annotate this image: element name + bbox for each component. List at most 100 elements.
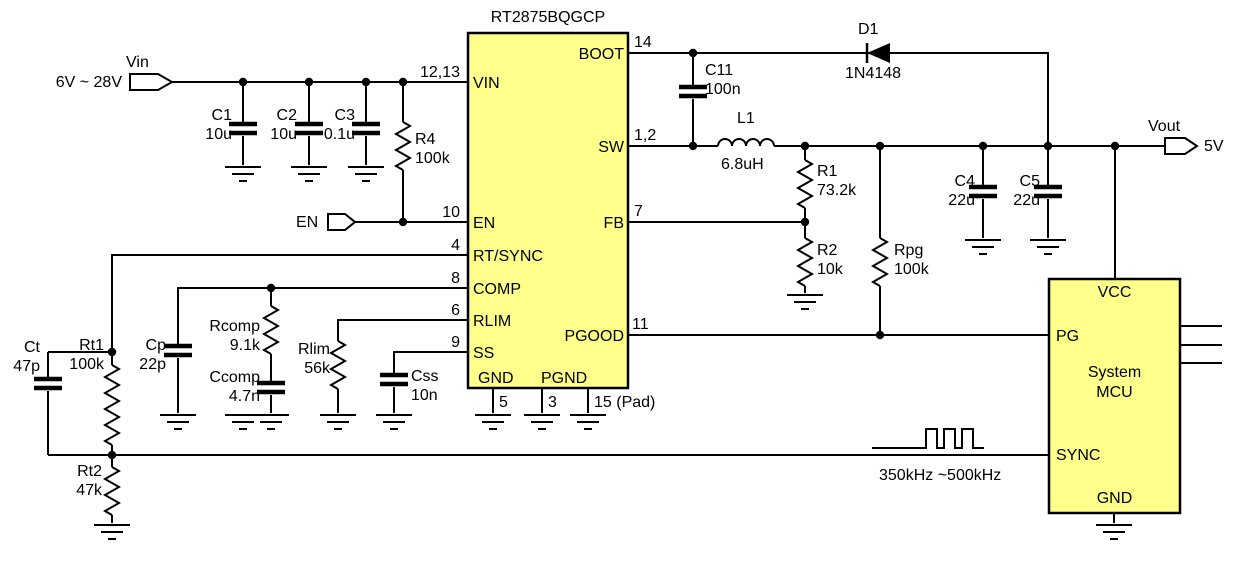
ic-pin-pgnd: PGND bbox=[541, 370, 588, 387]
resistor-r2-symbol bbox=[795, 237, 815, 287]
vout-port-flag bbox=[1164, 137, 1199, 155]
r4-ref: R4 bbox=[415, 131, 436, 148]
c3-value: 0.1u bbox=[323, 126, 355, 143]
ic-pin-boot: BOOT bbox=[578, 46, 624, 63]
resistor-rcomp-symbol bbox=[261, 305, 281, 355]
rt2-value: 47k bbox=[76, 482, 102, 499]
rcomp-value: 9.1k bbox=[229, 337, 260, 354]
rlim-value: 56k bbox=[304, 360, 330, 377]
capacitor-css-symbol bbox=[380, 372, 408, 387]
ic-pin-gnd: GND bbox=[478, 370, 514, 387]
capacitor-c4-symbol bbox=[969, 184, 997, 199]
rt2-ref: Rt2 bbox=[77, 463, 102, 480]
diode-d1-symbol bbox=[865, 43, 890, 63]
c5-ref: C5 bbox=[1019, 173, 1040, 190]
resistor-rt2-symbol bbox=[102, 466, 122, 516]
ic-body bbox=[466, 31, 630, 390]
resistor-rt1-symbol bbox=[102, 364, 122, 446]
resistor-r4-symbol bbox=[393, 121, 413, 171]
gnd-cp bbox=[160, 414, 196, 430]
r2-ref: R2 bbox=[817, 242, 838, 259]
capacitor-c11-symbol bbox=[679, 84, 707, 99]
ic-pin-fb: FB bbox=[603, 215, 624, 232]
c5-value: 22u bbox=[1013, 192, 1040, 209]
resistor-r1-symbol bbox=[795, 159, 815, 209]
mcu-pin-vcc: VCC bbox=[1097, 284, 1132, 301]
gnd-r2 bbox=[787, 294, 823, 310]
gnd-ccomp bbox=[253, 414, 289, 430]
capacitor-c1-symbol bbox=[229, 121, 257, 136]
gnd-mcu bbox=[1096, 524, 1132, 540]
ct-value: 47p bbox=[13, 358, 40, 375]
c4-ref: C4 bbox=[954, 173, 975, 190]
capacitor-c2-symbol bbox=[295, 121, 323, 136]
mcu-body bbox=[1047, 277, 1182, 515]
c4-value: 22u bbox=[948, 192, 975, 209]
c2-value: 10u bbox=[270, 126, 297, 143]
mcu-name-line2: MCU bbox=[1096, 384, 1133, 401]
c1-ref: C1 bbox=[211, 107, 232, 124]
rcomp-ref: Rcomp bbox=[209, 318, 260, 335]
capacitor-cp-symbol bbox=[164, 343, 192, 358]
en-port-flag bbox=[327, 213, 357, 231]
pin-num-fb: 7 bbox=[634, 203, 643, 220]
wires bbox=[47, 52, 1222, 523]
wire-rlim bbox=[337, 319, 468, 341]
capacitor-ct-symbol bbox=[34, 376, 62, 391]
wire-ic-gnd-stems bbox=[492, 388, 589, 413]
port-flags bbox=[129, 73, 1199, 231]
gnd-rlim bbox=[320, 414, 356, 430]
mcu-pin-gnd: GND bbox=[1096, 490, 1133, 507]
c2-ref: C2 bbox=[276, 107, 297, 124]
gnd-css bbox=[376, 414, 412, 430]
pin-num-sw: 1,2 bbox=[634, 127, 657, 144]
mcu-io-stubs bbox=[1180, 325, 1222, 364]
ic-pin-comp: COMP bbox=[473, 281, 521, 298]
pin-num-ss: 9 bbox=[451, 334, 460, 351]
c3-ref: C3 bbox=[334, 107, 355, 124]
vout-value-label: 5V bbox=[1204, 138, 1224, 155]
junction-dots bbox=[107, 48, 1120, 460]
pin-num-rlim: 6 bbox=[451, 302, 460, 319]
c1-value: 10u bbox=[205, 126, 232, 143]
vin-port-flag bbox=[129, 73, 175, 91]
resistor-rpg-symbol bbox=[870, 237, 890, 287]
d1-ref-label: D1 bbox=[858, 21, 879, 38]
css-ref: Css bbox=[411, 368, 439, 385]
r1-value: 73.2k bbox=[817, 182, 857, 199]
l1-ref-label: L1 bbox=[737, 110, 755, 127]
pin-num-rtsync: 4 bbox=[451, 237, 460, 254]
cp-value: 22p bbox=[139, 356, 166, 373]
gnd-c5 bbox=[1030, 239, 1066, 255]
mcu-pin-sync: SYNC bbox=[1056, 447, 1101, 464]
l1-value-label: 6.8uH bbox=[721, 156, 764, 173]
vin-range-label: 6V ~ 28V bbox=[55, 74, 122, 91]
wire-rtsync bbox=[48, 254, 468, 353]
pin-num-pgnd: 3 bbox=[548, 394, 557, 411]
r2-value: 10k bbox=[817, 261, 843, 278]
cp-ref: Cp bbox=[145, 337, 166, 354]
capacitor-c5-symbol bbox=[1034, 184, 1062, 199]
capacitor-ccomp-symbol bbox=[257, 380, 285, 395]
pin-num-boot: 14 bbox=[634, 34, 652, 51]
ic-pin-rtsync: RT/SYNC bbox=[473, 248, 543, 265]
ic-pin-ss: SS bbox=[473, 345, 495, 362]
en-port-label: EN bbox=[296, 214, 319, 231]
gnd-c1 bbox=[225, 414, 261, 430]
cp-label: Cp 22p bbox=[132, 336, 166, 374]
resistor-rlim-symbol bbox=[328, 340, 348, 390]
pin-num-pgood: 11 bbox=[632, 316, 649, 333]
capacitors bbox=[34, 84, 1062, 395]
gnd-rt2 bbox=[94, 524, 130, 540]
